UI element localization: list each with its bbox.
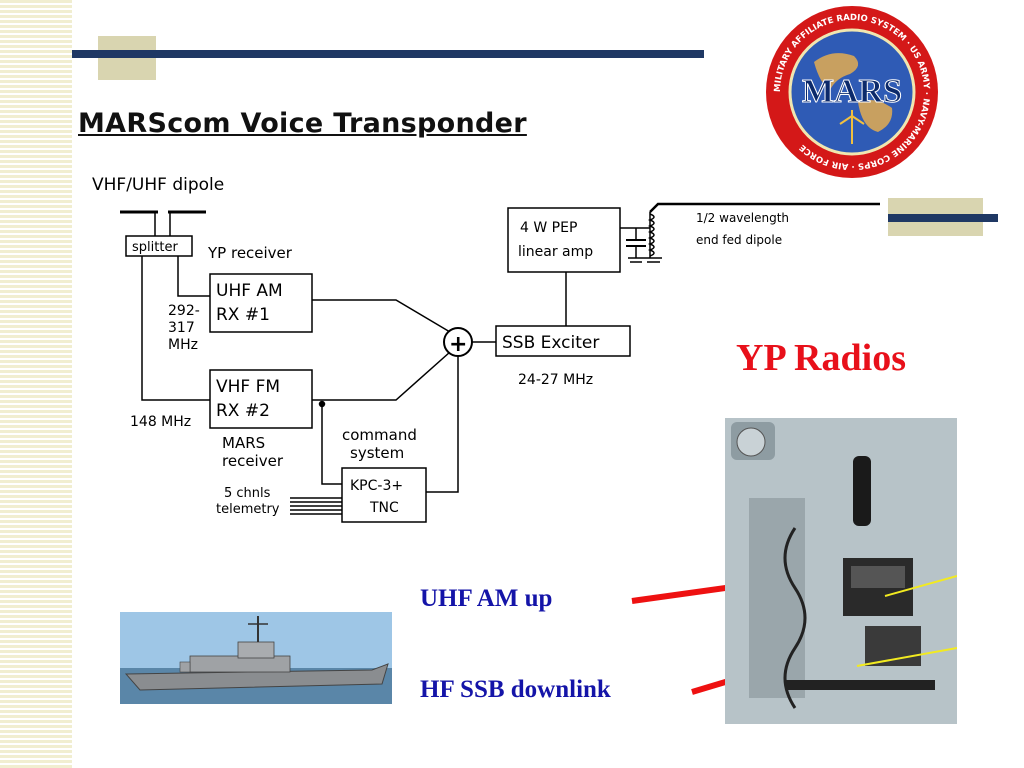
- mars-receiver-1: MARS: [222, 434, 265, 452]
- ship-deckhouse: [179, 661, 191, 673]
- wire-splitter-vhf: [141, 256, 210, 401]
- amp-label-1: 4 W PEP: [520, 220, 577, 236]
- splitter-label: splitter: [132, 240, 178, 255]
- antenna-label-1: 1/2 wavelength: [696, 211, 789, 225]
- yp-receiver-label: YP receiver: [207, 244, 293, 262]
- left-stripe-decoration: [0, 0, 72, 768]
- yp-radios-photo: [725, 418, 957, 724]
- photo-radio-display: [851, 566, 905, 588]
- tnc-label: TNC: [369, 500, 399, 516]
- mars-receiver-2: receiver: [222, 452, 284, 470]
- uhf-freq-1: 292-: [168, 303, 200, 319]
- mars-logo: MARS MILITARY AFFILIATE RADIO SYSTEM · U…: [766, 6, 938, 178]
- kpc-tnc-box: [341, 467, 427, 523]
- logo-antenna-arms: [839, 114, 865, 125]
- ship-bridge: [237, 641, 275, 659]
- logo-continent-2: [858, 100, 893, 132]
- dipole-label: VHF/UHF dipole: [92, 175, 224, 195]
- uhf-freq-3: MHz: [168, 337, 198, 353]
- top-accent-bar: [72, 50, 704, 58]
- uhf-am-up-label: UHF AM up: [420, 585, 553, 612]
- uhf-am-rx-box: [209, 273, 313, 333]
- vhf-fm-rx-label: RX #2: [216, 401, 270, 421]
- amp-label-2: linear amp: [518, 244, 593, 260]
- vhf-freq: 148 MHz: [130, 414, 191, 430]
- vhf-fm-rx-box: [209, 369, 313, 429]
- ssb-exciter-box: [495, 325, 631, 357]
- command-system-2: system: [350, 444, 404, 462]
- photo-handset: [853, 456, 871, 526]
- vhf-fm-label: VHF FM: [216, 377, 280, 397]
- photo-yellow-cable-1: [856, 647, 957, 667]
- end-fed-dipole-wire: [649, 202, 880, 213]
- diagram-title: MARScom Voice Transponder: [78, 108, 527, 139]
- photo-yellow-cable-2: [884, 575, 957, 597]
- command-system-1: command: [342, 426, 417, 444]
- wire-vhf-summer: [322, 351, 451, 401]
- wire-vhf-tnc: [321, 404, 342, 485]
- ship-hull: [124, 663, 389, 691]
- photo-coiled-cord: [783, 527, 807, 709]
- exciter-label: SSB Exciter: [502, 333, 599, 353]
- logo-continent-1: [814, 53, 859, 90]
- wire-tnc-summer: [426, 356, 459, 493]
- top-accent-square: [98, 36, 156, 80]
- uhf-am-rx-label: RX #1: [216, 305, 270, 325]
- photo-connector-strip: [785, 680, 935, 690]
- wire-splitter-uhf: [177, 256, 210, 297]
- yp-radios-label: YP Radios: [736, 337, 906, 379]
- photo-left-panel: [749, 498, 805, 698]
- splitter-box: [125, 235, 193, 257]
- telemetry-label-1: 5 chnls: [224, 486, 271, 501]
- ship-superstructure: [189, 655, 291, 673]
- right-accent-bar: [888, 214, 998, 222]
- logo-mars-text: MARS: [802, 73, 902, 110]
- hf-ssb-downlink-label: HF SSB downlink: [420, 676, 611, 703]
- antenna-label-2: end fed dipole: [696, 233, 782, 247]
- exciter-freq: 24-27 MHz: [518, 372, 593, 388]
- photo-gauge-face: [736, 427, 766, 457]
- yp-ship-image: [120, 612, 392, 704]
- loading-coil: [647, 213, 655, 257]
- wire-uhf-summer: [312, 299, 451, 333]
- uhf-freq-2: 317: [168, 320, 195, 336]
- uhf-am-label: UHF AM: [216, 281, 283, 301]
- telemetry-label-2: telemetry: [216, 502, 280, 517]
- kpc-label: KPC-3+: [350, 478, 403, 494]
- linear-amp-box: [507, 207, 621, 273]
- summer-plus: +: [449, 332, 467, 357]
